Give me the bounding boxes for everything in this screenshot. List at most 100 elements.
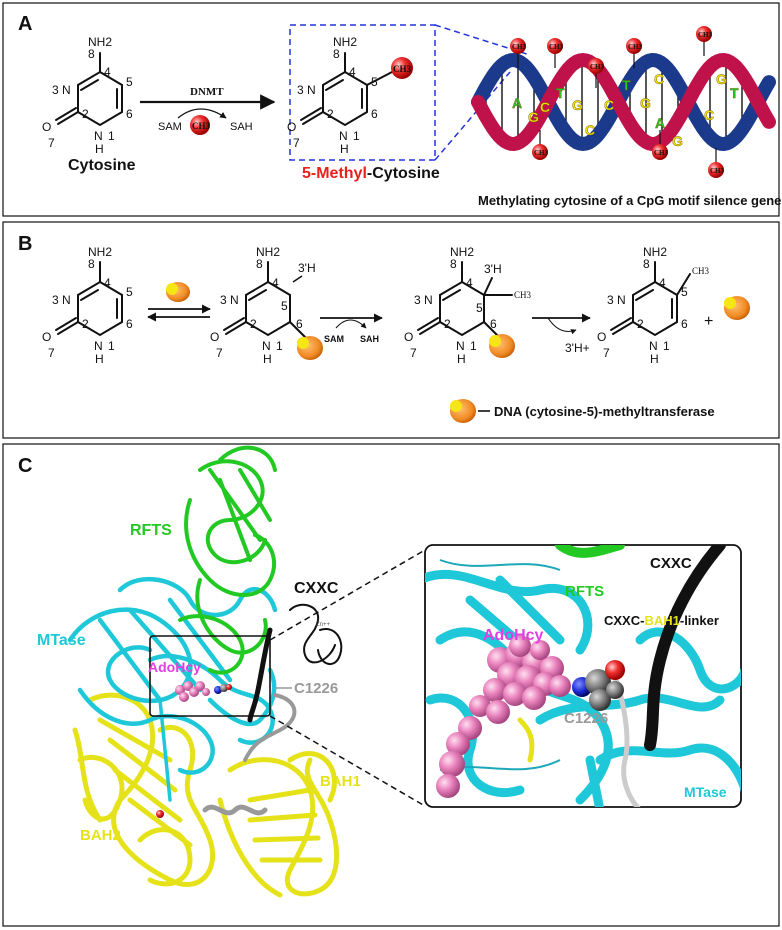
dna-base: G — [716, 71, 727, 87]
ring-number: 2 — [327, 107, 334, 121]
ring-number: 6 — [371, 107, 378, 121]
dna-strand-blue — [471, 52, 776, 152]
ring-number: 6 — [126, 317, 133, 331]
dna-base: T — [556, 85, 565, 101]
intermediate-step-2: NH2 N N H O 8 4 5 3 6 2 1 7 3'H — [210, 245, 323, 366]
adohcy-sphere — [446, 732, 470, 756]
o-label: O — [210, 330, 219, 344]
dna-base: C — [540, 99, 550, 115]
inset-cxxc-label: CXXC — [650, 555, 692, 572]
methylcytosine-n3: N — [307, 83, 316, 97]
methyl-label: CH3 — [534, 149, 549, 157]
ring-number: 1 — [276, 339, 283, 353]
enzyme-icon — [166, 282, 190, 302]
ring-number: 4 — [272, 276, 279, 290]
nh2-label: NH2 — [643, 245, 667, 259]
zoom-line — [434, 71, 511, 161]
ring-number: 3 — [607, 293, 614, 307]
c1226-label: C1226 — [294, 680, 338, 697]
sam-curve-arrow — [177, 108, 227, 119]
methyl-label: CH3 — [654, 149, 669, 157]
dna-base: C — [604, 97, 614, 113]
methyl-ball — [532, 144, 548, 160]
methyl-ball — [626, 38, 642, 54]
ring-number: 5 — [126, 75, 133, 89]
proton-label: 3'H+ — [565, 341, 590, 355]
cxxc-domain — [289, 603, 343, 665]
ring-number: 8 — [643, 257, 650, 271]
adohcy-sphere — [439, 751, 465, 777]
ring-number: 3 — [52, 293, 59, 307]
cytosine-step-1: NH2 N N H O 8 4 5 3 6 2 1 7 — [42, 245, 133, 366]
ring-number: 1 — [353, 129, 360, 143]
methyl-ball — [510, 38, 526, 54]
ring-number: 7 — [293, 136, 300, 150]
hydrogen-label: 3'H — [298, 261, 316, 275]
inset-adohcy-label: AdoHcy — [483, 627, 544, 644]
methyl-ball — [391, 57, 413, 79]
inset-c1226-carbon — [606, 681, 624, 699]
ring-number: 1 — [470, 339, 477, 353]
adohcy-sphere — [503, 682, 527, 706]
ring-number: 2 — [82, 107, 89, 121]
dna-base: G — [672, 133, 683, 149]
adohcy-sphere — [530, 640, 550, 660]
dnmt-reaction: DNMT SAM CH3 SAH — [140, 86, 276, 135]
dna-strand-red — [471, 52, 776, 152]
ring-number: 2 — [82, 317, 89, 331]
methyl-label: CH3 — [192, 121, 211, 131]
enzyme-icon — [489, 334, 515, 358]
inset-c1226-oxygen — [605, 660, 625, 680]
dna-base: A — [655, 115, 665, 131]
charge-mark — [292, 275, 303, 283]
ring-number: 7 — [48, 346, 55, 360]
inset-c1226-carbon — [585, 669, 611, 695]
cytosine-nh2: NH2 — [88, 35, 112, 49]
adohcy-sphere — [469, 695, 491, 717]
methyl-label: CH3 — [393, 64, 412, 74]
ring-number: 7 — [216, 346, 223, 360]
nh2-label: NH2 — [450, 245, 474, 259]
methyl-label: CH3 — [698, 31, 713, 39]
mtase-label: MTase — [37, 632, 86, 649]
cxxc-label: CXXC — [294, 580, 339, 597]
proton-curve-arrow — [547, 317, 577, 335]
ring-number: 3 — [414, 293, 421, 307]
dnmt-label: DNMT — [190, 86, 224, 98]
dna-base: T — [622, 77, 631, 93]
inset-view: RFTS CXXC CXXC-BAH1-linker AdoHcy C1226 … — [424, 544, 742, 808]
h-label: H — [457, 352, 466, 366]
n-label: N — [262, 339, 271, 353]
n-label: N — [230, 293, 239, 307]
ring-number: 8 — [88, 257, 95, 271]
cytosine-o: O — [42, 120, 51, 134]
panel-b: B NH2 N N H O 8 4 5 3 6 2 1 7 — [2, 221, 780, 439]
enzyme-legend: DNA (cytosine-5)-methyltransferase — [450, 399, 715, 423]
panel-c-letter: C — [18, 455, 32, 477]
dna-caption: Methylating cytosine of a CpG motif sile… — [478, 193, 782, 208]
n-label: N — [424, 293, 433, 307]
adohcy-sphere — [522, 686, 546, 710]
panel-c-border — [2, 443, 780, 927]
dna-base: G — [528, 109, 539, 125]
inset-content — [425, 545, 741, 807]
ring-number: 4 — [104, 276, 111, 290]
dna-base: A — [512, 95, 522, 111]
ring-number: 6 — [490, 317, 497, 331]
c1226-carbon — [220, 684, 228, 692]
methylcytosine-structure: CH3 NH2 N N H O 8 4 5 3 6 2 1 7 5-Methyl… — [287, 24, 440, 182]
ring-number: 6 — [126, 107, 133, 121]
methyl-ball — [190, 115, 210, 135]
ring-number: 4 — [659, 276, 666, 290]
sah-label: SAH — [360, 334, 379, 344]
ring-number: 8 — [256, 257, 263, 271]
inset-c1226-carbon — [589, 689, 611, 711]
panel-a: A NH2 N N H O 8 4 5 3 6 2 1 7 Cytosine — [2, 2, 782, 217]
rfts-domain — [178, 445, 277, 675]
enzyme-icon — [450, 400, 462, 412]
h-label: H — [650, 352, 659, 366]
inset-c1226-label: C1226 — [564, 710, 608, 727]
ring-number: 8 — [88, 47, 95, 61]
